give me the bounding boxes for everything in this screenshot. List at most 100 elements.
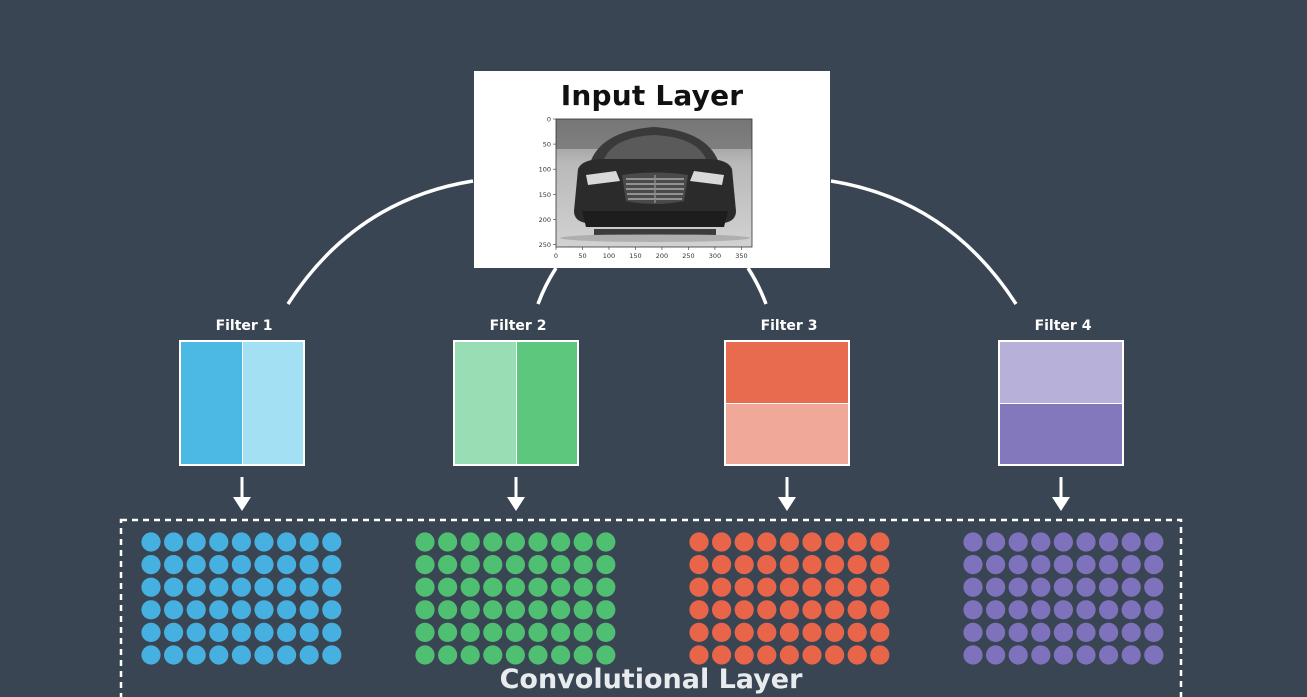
down-arrow-filter-3 bbox=[778, 477, 796, 511]
feature-map-node bbox=[779, 622, 800, 643]
feature-map-node bbox=[1076, 622, 1096, 643]
feature-map-node bbox=[1121, 600, 1141, 620]
feature-map-node bbox=[712, 577, 732, 597]
input-layer-title: Input Layer bbox=[560, 79, 744, 112]
feature-map-node bbox=[277, 555, 297, 575]
feature-map-node bbox=[596, 622, 616, 643]
feature-map-node bbox=[963, 577, 983, 597]
feature-map-node bbox=[164, 645, 184, 665]
feature-map-node bbox=[802, 645, 822, 665]
feature-map-node bbox=[186, 555, 206, 575]
convolutional-layer-nodes bbox=[141, 532, 1164, 665]
feature-map-node bbox=[254, 622, 274, 643]
feature-map-node bbox=[734, 645, 754, 665]
feature-map-node bbox=[299, 577, 319, 597]
feature-map-node bbox=[870, 600, 890, 620]
filter-3-kernel bbox=[724, 340, 850, 466]
feature-map-node bbox=[186, 577, 206, 597]
feature-map-node bbox=[986, 600, 1006, 620]
feature-map-node bbox=[573, 622, 593, 643]
feature-map-node bbox=[231, 532, 251, 552]
feature-map-node bbox=[415, 555, 435, 575]
feature-map-node bbox=[460, 577, 480, 597]
feature-map-node bbox=[254, 600, 274, 620]
feature-map-node bbox=[1053, 645, 1073, 665]
feature-map-node bbox=[1076, 555, 1096, 575]
feature-map-node bbox=[757, 532, 777, 552]
feature-map-node bbox=[277, 600, 297, 620]
feature-map-node bbox=[1076, 532, 1096, 552]
convolutional-layer-border bbox=[119, 518, 1183, 697]
feature-map-node bbox=[870, 555, 890, 575]
feature-map-node bbox=[415, 622, 435, 643]
feature-map-node bbox=[322, 555, 342, 575]
feature-map-node bbox=[483, 645, 503, 665]
feature-map-node bbox=[847, 600, 867, 620]
connector-arc-filter-4 bbox=[830, 179, 1018, 305]
feature-map-node bbox=[209, 532, 229, 552]
feature-map-node bbox=[825, 577, 845, 597]
feature-map-node bbox=[1121, 577, 1141, 597]
feature-map-node bbox=[847, 532, 867, 552]
convolutional-layer-label: Convolutional Layer bbox=[499, 664, 803, 695]
feature-map-node bbox=[231, 622, 251, 643]
feature-map-node bbox=[596, 555, 616, 575]
feature-map-node bbox=[438, 577, 458, 597]
feature-map-node bbox=[209, 645, 229, 665]
feature-map-node bbox=[460, 600, 480, 620]
feature-map-3 bbox=[689, 532, 890, 665]
feature-map-node bbox=[551, 532, 571, 552]
feature-map-node bbox=[1099, 645, 1119, 665]
feature-map-node bbox=[438, 600, 458, 620]
feature-map-node bbox=[847, 577, 867, 597]
feature-map-node bbox=[322, 577, 342, 597]
x-tick-label: 300 bbox=[709, 252, 721, 260]
y-tick-label: 100 bbox=[539, 166, 551, 174]
feature-map-node bbox=[1121, 622, 1141, 643]
filter-4-top-half bbox=[1000, 342, 1122, 403]
feature-map-node bbox=[141, 600, 161, 620]
feature-map-node bbox=[438, 645, 458, 665]
feature-map-node bbox=[757, 577, 777, 597]
feature-map-node bbox=[299, 532, 319, 552]
feature-map-node bbox=[734, 577, 754, 597]
feature-map-node bbox=[963, 532, 983, 552]
feature-map-node bbox=[528, 555, 548, 575]
feature-map-node bbox=[505, 645, 525, 665]
feature-map-node bbox=[505, 532, 525, 552]
feature-map-node bbox=[1008, 645, 1028, 665]
feature-map-node bbox=[505, 577, 525, 597]
feature-map-node bbox=[164, 577, 184, 597]
x-tick-label: 350 bbox=[735, 252, 747, 260]
feature-map-node bbox=[483, 555, 503, 575]
feature-map-node bbox=[186, 622, 206, 643]
feature-map-node bbox=[551, 622, 571, 643]
feature-map-node bbox=[870, 577, 890, 597]
feature-map-node bbox=[1099, 555, 1119, 575]
feature-map-node bbox=[1053, 600, 1073, 620]
feature-map-4 bbox=[963, 532, 1164, 665]
feature-map-node bbox=[712, 600, 732, 620]
feature-map-node bbox=[689, 645, 709, 665]
feature-map-node bbox=[551, 600, 571, 620]
feature-map-node bbox=[825, 532, 845, 552]
feature-map-node bbox=[1053, 577, 1073, 597]
filter-3-top-half bbox=[726, 342, 848, 403]
feature-map-node bbox=[1053, 622, 1073, 643]
feature-map-node bbox=[322, 600, 342, 620]
x-tick-label: 150 bbox=[629, 252, 641, 260]
feature-map-node bbox=[505, 555, 525, 575]
feature-map-1 bbox=[141, 532, 342, 665]
filter-4-bottom-half bbox=[1000, 402, 1122, 464]
filter-2-left-half bbox=[455, 342, 516, 464]
x-tick-label: 50 bbox=[578, 252, 586, 260]
feature-map-node bbox=[689, 532, 709, 552]
feature-map-node bbox=[1053, 555, 1073, 575]
feature-map-node bbox=[712, 645, 732, 665]
feature-map-node bbox=[847, 645, 867, 665]
feature-map-node bbox=[164, 600, 184, 620]
